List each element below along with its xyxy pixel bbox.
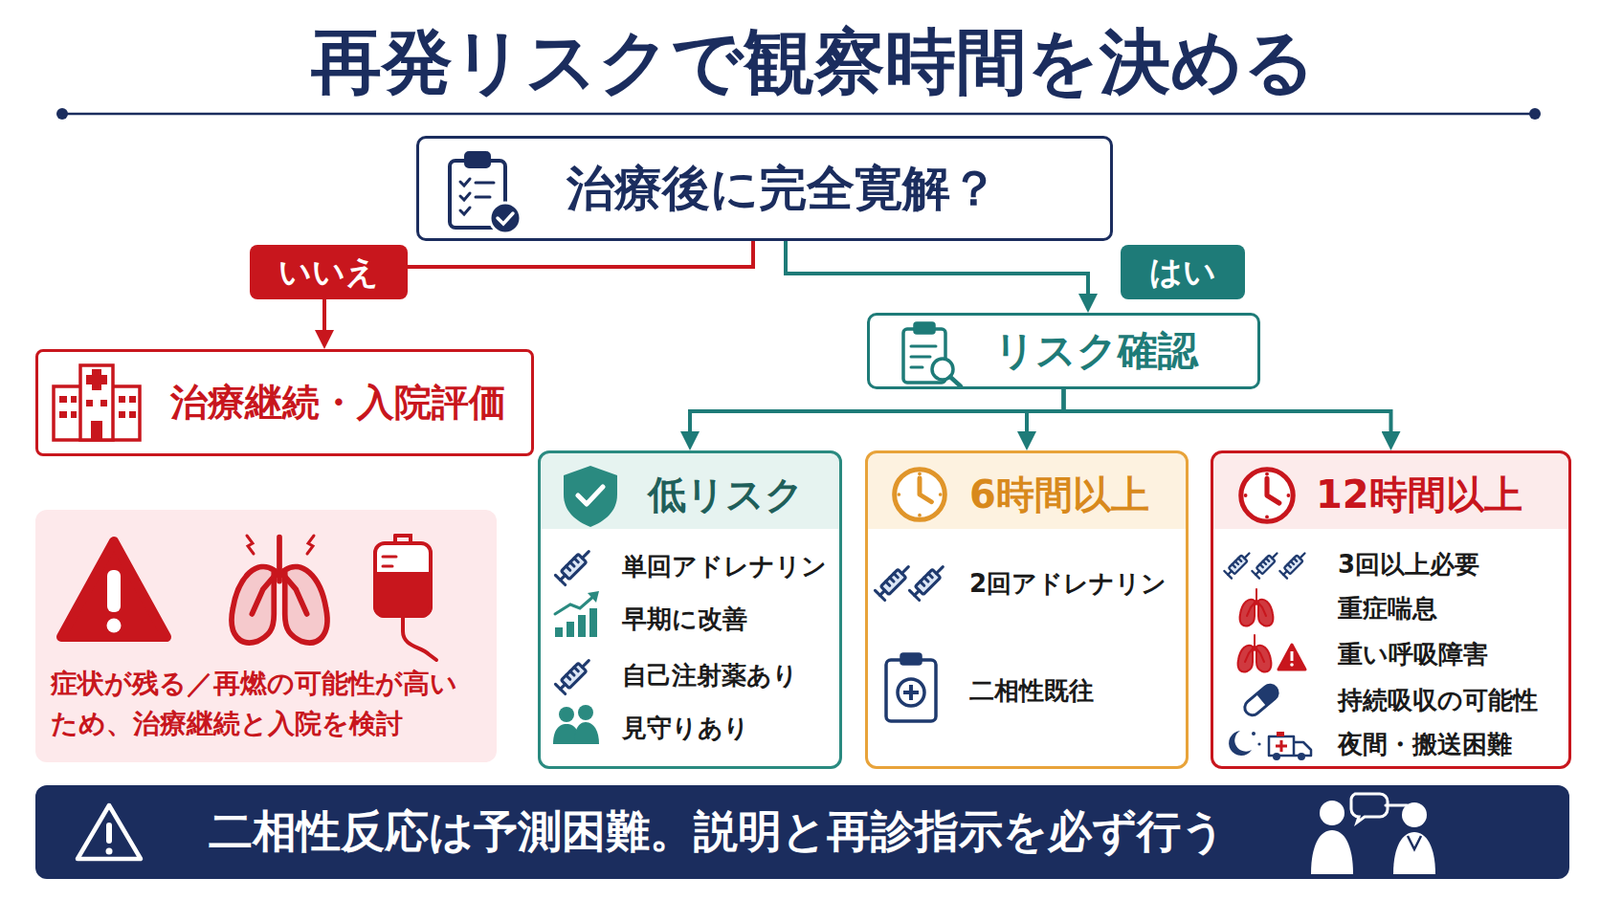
box-item: 単回アドレナリン xyxy=(622,551,827,583)
box-heading: 症状が残る／再燃の可能性が高い ため、治療継続と入院を検討 xyxy=(50,664,472,745)
people-icon xyxy=(553,705,600,745)
title-rule xyxy=(56,108,1541,120)
flow-arrow xyxy=(1026,389,1065,442)
box-item: 3回以上必要 xyxy=(1337,549,1480,581)
box-heading: 治療継続・入院評価 xyxy=(170,379,507,427)
lungs-icon xyxy=(231,537,328,644)
box-heading: 6時間以上 xyxy=(969,470,1150,519)
branch-label: いいえ xyxy=(249,244,408,300)
box-item: 重症喘息 xyxy=(1337,593,1438,625)
warning-band: 二相性反応は予測困難。説明と再診指示を必ず行う xyxy=(35,785,1570,880)
card-header-fill xyxy=(866,452,1187,530)
night-transport-icon xyxy=(1228,731,1312,761)
box-heading: 治療後に完全寛解？ xyxy=(566,158,999,220)
risk-card: 12時間以上 3回以上必要重症喘息重い呼吸障害持続吸収の可能性夜間・搬送困難 xyxy=(1210,450,1572,770)
clock-icon xyxy=(894,469,946,521)
action-box: 治療継続・入院評価 xyxy=(35,349,534,457)
iv-bag-icon xyxy=(375,535,437,661)
flow-arrow xyxy=(785,241,1089,304)
box-item: 自己注射薬あり xyxy=(622,660,799,692)
flow-arrow xyxy=(1064,389,1392,442)
lightning-marks xyxy=(246,535,314,555)
box-heading: リスク確認 xyxy=(994,326,1199,378)
decision-box: 治療後に完全寛解？ xyxy=(416,135,1113,242)
search-icon xyxy=(903,323,961,387)
syringe-icon xyxy=(909,562,948,601)
box-item: 早期に改善 xyxy=(622,603,748,636)
medical-record-icon xyxy=(886,654,936,722)
warning-icon xyxy=(1278,644,1306,670)
consultation-icon xyxy=(1311,794,1436,875)
lungs-icon xyxy=(1240,589,1274,627)
syringe-icon xyxy=(555,656,594,695)
card-header-fill xyxy=(539,452,841,530)
note-panel: 症状が残る／再燃の可能性が高い ため、治療継続と入院を検討 xyxy=(35,510,497,763)
card-header-fill xyxy=(1212,452,1570,530)
chart-icon xyxy=(555,591,600,638)
risk-card: 6時間以上 2回アドレナリン二相性既往 xyxy=(865,450,1189,770)
syringe-icon xyxy=(1251,550,1281,579)
box-heading: 低リスク xyxy=(647,470,804,519)
shield-icon xyxy=(563,466,618,528)
box-item: 重い呼吸障害 xyxy=(1337,639,1489,671)
branch-label: はい xyxy=(1120,244,1245,300)
lungs-icon xyxy=(1238,635,1272,673)
syringe-icon xyxy=(874,562,913,601)
warning-outline-icon xyxy=(77,805,141,860)
box-heading: 二相性反応は予測困難。説明と再診指示を必ず行う xyxy=(208,804,1226,861)
clipboard-icon xyxy=(449,153,521,234)
syringe-icon xyxy=(555,547,594,586)
box-item: 二相性既往 xyxy=(969,675,1094,708)
box-item: 2回アドレナリン xyxy=(969,568,1167,600)
flow-arrow xyxy=(689,389,1065,442)
warning-icon xyxy=(61,541,167,638)
box-heading: 12時間以上 xyxy=(1315,470,1523,519)
box-fill xyxy=(35,785,1570,880)
box-fill xyxy=(35,510,497,763)
process-box: リスク確認 xyxy=(866,312,1261,390)
box-item: 持続吸収の可能性 xyxy=(1337,685,1538,717)
box-item: 見守りあり xyxy=(622,712,750,745)
clock-icon xyxy=(1241,469,1293,522)
hospital-icon xyxy=(53,365,140,441)
capsule-icon xyxy=(1242,682,1282,719)
syringe-icon xyxy=(1279,550,1309,579)
box-item: 夜間・搬送困難 xyxy=(1337,729,1512,761)
syringe-icon xyxy=(1223,550,1253,579)
risk-card: 低リスク単回アドレナリン早期に改善自己注射薬あり見守りあり xyxy=(537,450,843,770)
diagram-title: 再発リスクで観察時間を決める xyxy=(0,19,1600,105)
